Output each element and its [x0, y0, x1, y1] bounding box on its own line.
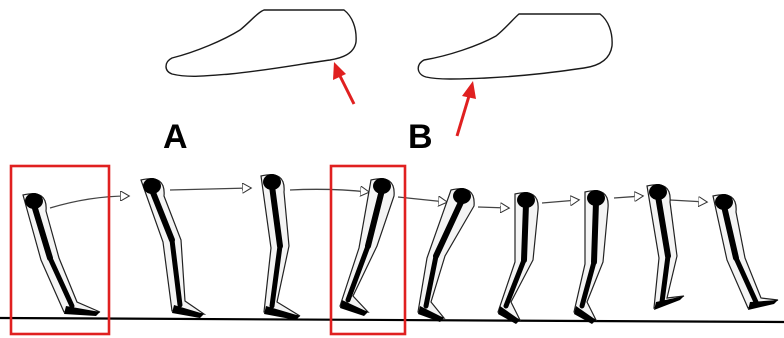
shoe-outline-b	[418, 14, 612, 79]
pointer-arrow-a	[333, 62, 354, 104]
leg-frame	[340, 178, 394, 316]
leg-frame	[574, 190, 608, 324]
leg-frame	[261, 174, 300, 320]
gait-frames	[23, 174, 778, 324]
leg-frame	[713, 194, 778, 310]
leg-frame	[23, 193, 100, 316]
pointer-arrow-b	[457, 81, 476, 136]
leg-frame	[141, 178, 204, 318]
leg-frame	[647, 184, 684, 310]
leg-frame	[418, 188, 474, 322]
label-a: A	[163, 120, 188, 154]
highlight-box-a	[11, 166, 109, 334]
label-b: B	[408, 120, 433, 154]
leg-frame	[498, 192, 538, 324]
ground-line	[0, 318, 784, 322]
shoe-outline-a	[166, 10, 356, 76]
